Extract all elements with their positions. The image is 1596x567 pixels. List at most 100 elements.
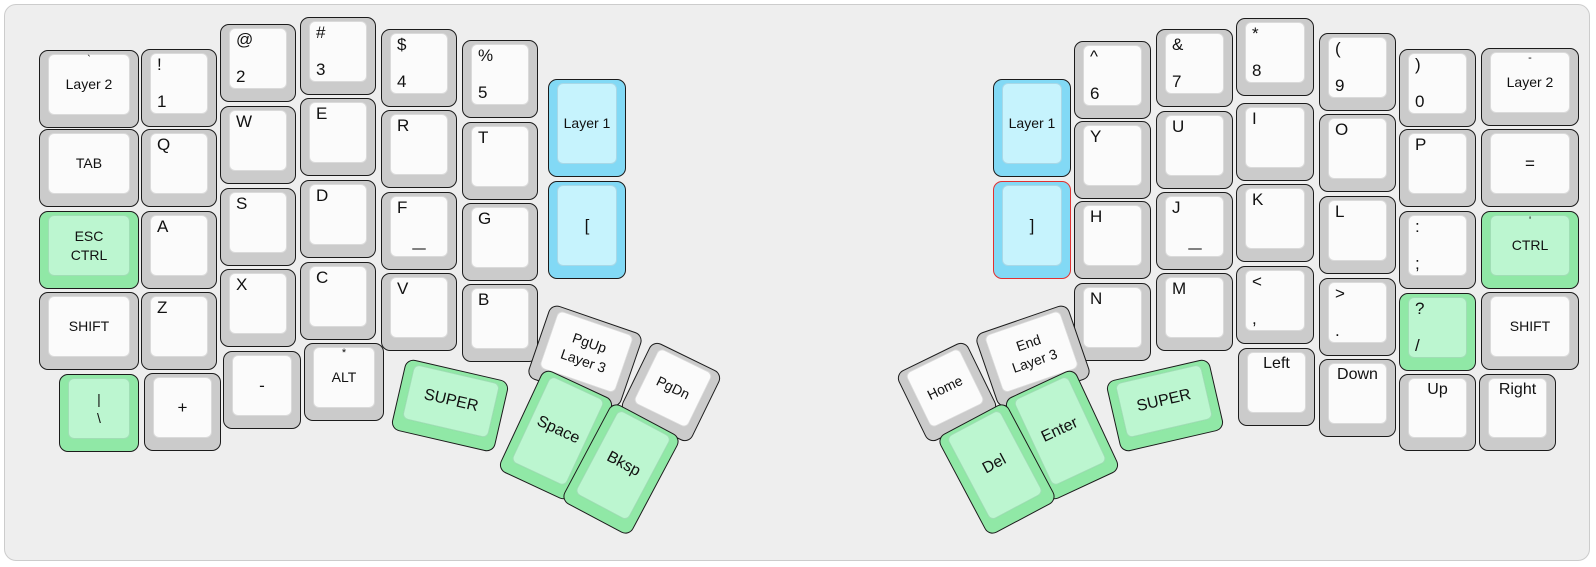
key-legend-line: ALT — [331, 369, 357, 386]
key-legend-center: SUPER — [1116, 365, 1212, 437]
key-s[interactable]: S — [220, 188, 296, 266]
key-super-right[interactable]: SUPER — [1105, 358, 1225, 453]
key-legend-main: Z — [157, 298, 168, 317]
keycap-top: + — [153, 377, 212, 438]
key-amp-7[interactable]: &7 — [1156, 29, 1233, 107]
key-legend-line: | — [97, 391, 101, 408]
key-n[interactable]: N — [1074, 283, 1151, 361]
key-q[interactable]: Q — [141, 129, 217, 207]
key-legend-line: SHIFT — [68, 318, 110, 335]
key-arrow-up[interactable]: Up — [1399, 374, 1476, 451]
key-d[interactable]: D — [300, 180, 376, 258]
key-star-8[interactable]: *8 — [1236, 18, 1314, 96]
key-minus[interactable]: - — [223, 351, 301, 429]
key-c[interactable]: C — [300, 262, 376, 340]
key-g[interactable]: G — [462, 203, 538, 281]
key-legend-line: [ — [584, 215, 590, 235]
key-greater-period[interactable]: >. — [1319, 278, 1396, 356]
key-legend-line: Del — [979, 451, 1010, 478]
key-legend-main: W — [236, 112, 253, 131]
key-plus[interactable]: + — [144, 373, 221, 451]
key-dollar-4[interactable]: $4 — [381, 29, 457, 107]
key-b[interactable]: B — [462, 284, 538, 362]
key-legend-main: M — [1172, 279, 1187, 298]
key-p[interactable]: P — [1399, 129, 1476, 207]
key-star-alt[interactable]: * ALT — [304, 343, 384, 421]
key-legend-shifted: 3 — [316, 60, 326, 79]
keycap-top: C — [309, 266, 367, 327]
key-legend-main: $ — [397, 35, 407, 54]
key-dash-layer-2[interactable]: -Layer 2 — [1481, 48, 1579, 126]
keycap-top: $4 — [390, 33, 448, 94]
key-e[interactable]: E — [300, 98, 376, 176]
keycap-top: N — [1083, 287, 1142, 348]
key-left-bracket[interactable]: [ — [548, 181, 626, 279]
key-lparen-9[interactable]: (9 — [1319, 33, 1396, 111]
key-legend-center: Layer 2 — [49, 55, 129, 114]
key-tab[interactable]: TAB — [39, 129, 139, 207]
key-at-2[interactable]: @2 — [220, 24, 296, 102]
key-shift-left[interactable]: SHIFT — [39, 292, 139, 370]
keycap-top: I — [1245, 107, 1305, 168]
key-grave-layer-2[interactable]: `Layer 2 — [39, 50, 139, 128]
key-k[interactable]: K — [1236, 184, 1314, 262]
key-quote-ctrl[interactable]: 'CTRL — [1481, 211, 1579, 289]
key-w[interactable]: W — [220, 106, 296, 184]
key-legend-main: Down — [1337, 366, 1378, 383]
key-legend-main: Y — [1090, 127, 1102, 146]
key-i[interactable]: I — [1236, 103, 1314, 181]
key-legend-line: SUPER — [422, 385, 480, 415]
key-h[interactable]: H — [1074, 201, 1151, 279]
key-layer-1-left[interactable]: Layer 1 — [548, 79, 626, 177]
key-layer-1-right[interactable]: Layer 1 — [993, 79, 1071, 177]
key-excl-1[interactable]: !1 — [141, 49, 217, 127]
key-x[interactable]: X — [220, 269, 296, 347]
key-legend-main: @ — [236, 30, 254, 49]
key-legend-shifted: 1 — [157, 92, 167, 111]
key-percent-5[interactable]: %5 — [462, 40, 538, 118]
key-legend-shifted: 0 — [1415, 92, 1425, 111]
key-legend-main: ( — [1335, 39, 1341, 58]
key-pipe-backslash[interactable]: |\ — [59, 374, 139, 452]
key-legend-main: R — [397, 116, 410, 135]
key-a[interactable]: A — [141, 211, 217, 289]
key-arrow-right[interactable]: Right — [1479, 374, 1556, 451]
key-less-comma[interactable]: <, — [1236, 266, 1314, 344]
key-arrow-down[interactable]: Down — [1319, 359, 1396, 437]
key-legend-shifted: 5 — [478, 83, 488, 102]
keycap-top: #3 — [309, 21, 367, 82]
keycap-top: ?/ — [1408, 297, 1467, 358]
key-y[interactable]: Y — [1074, 121, 1151, 199]
key-colon-semicolon[interactable]: :; — [1399, 211, 1476, 289]
key-equals[interactable]: = — [1481, 129, 1579, 207]
keycap-top: :; — [1408, 215, 1467, 276]
key-o[interactable]: O — [1319, 114, 1396, 192]
key-m[interactable]: M — [1156, 273, 1233, 351]
key-right-bracket[interactable]: ] — [993, 181, 1071, 279]
key-f[interactable]: F — [381, 192, 457, 270]
key-caret-6[interactable]: ^6 — [1074, 41, 1151, 119]
key-hash-3[interactable]: #3 — [300, 17, 376, 95]
key-question-slash[interactable]: ?/ — [1399, 293, 1476, 371]
key-arrow-left[interactable]: Left — [1238, 348, 1315, 426]
key-legend-mini: * — [341, 347, 347, 359]
key-legend-center: Home — [906, 349, 984, 427]
key-j[interactable]: J — [1156, 192, 1233, 270]
key-legend-mini: - — [1528, 52, 1532, 64]
keycap-top: P — [1408, 133, 1467, 194]
key-rparen-0[interactable]: )0 — [1399, 49, 1476, 127]
key-u[interactable]: U — [1156, 111, 1233, 189]
key-t[interactable]: T — [462, 122, 538, 200]
key-legend-shifted: 2 — [236, 67, 246, 86]
key-shift-right[interactable]: SHIFT — [1481, 292, 1579, 370]
key-super-left[interactable]: SUPER — [390, 358, 510, 453]
keycap-top: A — [150, 215, 208, 276]
key-r[interactable]: R — [381, 110, 457, 188]
key-v[interactable]: V — [381, 273, 457, 351]
key-z[interactable]: Z — [141, 292, 217, 370]
key-legend-center: ] — [1003, 186, 1061, 265]
key-l[interactable]: L — [1319, 196, 1396, 274]
keycap-top: *8 — [1245, 22, 1305, 83]
